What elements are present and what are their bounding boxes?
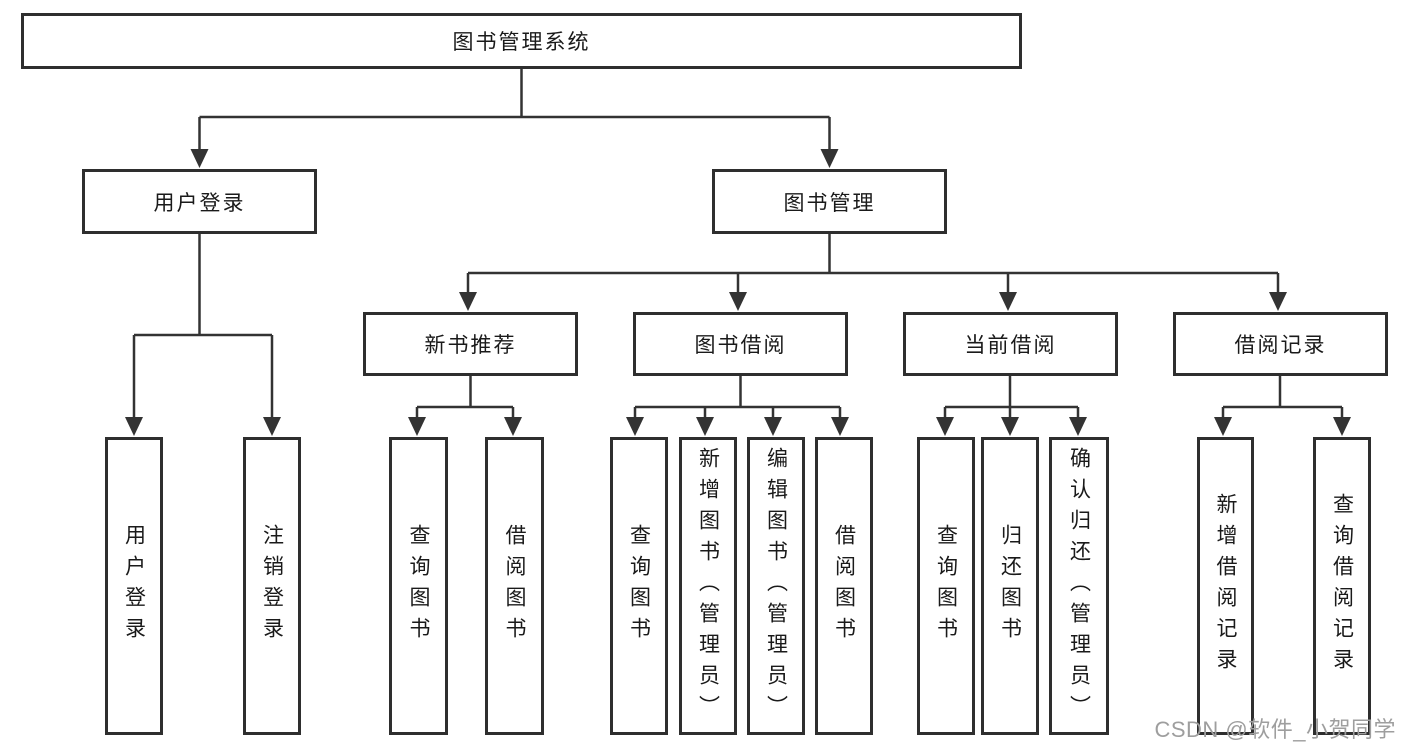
node-user-login: 用户登录 xyxy=(82,169,317,234)
leaf-borrow-books-recommend: 借阅图书 xyxy=(485,437,544,735)
node-label: 用户登录 xyxy=(122,524,146,648)
leaf-query-books-recommend: 查询图书 xyxy=(389,437,448,735)
node-label: 查询图书 xyxy=(407,524,430,648)
node-label: 图书借阅 xyxy=(694,334,787,357)
node-label: 新增图书（管理员） xyxy=(696,446,720,726)
node-label: 编辑图书（管理员） xyxy=(764,446,788,726)
node-label: 图书管理 xyxy=(783,191,876,215)
node-label: 新书推荐 xyxy=(424,334,517,357)
node-label: 确认归还（管理员） xyxy=(1067,446,1091,726)
node-label: 借阅记录 xyxy=(1234,334,1327,357)
leaf-return-book: 归还图书 xyxy=(981,437,1039,735)
leaf-logout: 注销登录 xyxy=(243,437,301,735)
node-label: 注销登录 xyxy=(260,524,284,648)
node-new-book-recommendation: 新书推荐 xyxy=(363,312,578,376)
node-label: 归还图书 xyxy=(998,524,1022,648)
leaf-add-book-admin: 新增图书（管理员） xyxy=(679,437,737,735)
leaf-query-books-current: 查询图书 xyxy=(917,437,975,735)
node-label: 图书管理系统 xyxy=(452,31,591,54)
node-label: 借阅图书 xyxy=(503,524,526,648)
node-current-borrowing: 当前借阅 xyxy=(903,312,1118,376)
arrowhead-group xyxy=(125,149,1351,436)
leaf-add-borrow-record: 新增借阅记录 xyxy=(1197,437,1254,735)
node-label: 当前借阅 xyxy=(964,334,1057,357)
node-book-management-system: 图书管理系统 xyxy=(21,13,1022,69)
leaf-query-books-borrowing: 查询图书 xyxy=(610,437,668,735)
node-book-borrowing: 图书借阅 xyxy=(633,312,848,376)
leaf-confirm-return-admin: 确认归还（管理员） xyxy=(1049,437,1109,735)
node-book-management: 图书管理 xyxy=(712,169,947,234)
leaf-query-borrow-record: 查询借阅记录 xyxy=(1313,437,1371,735)
node-label: 用户登录 xyxy=(153,191,246,215)
node-borrowing-records: 借阅记录 xyxy=(1173,312,1388,376)
node-label: 查询图书 xyxy=(627,524,651,648)
watermark: CSDN @软件_小贺同学 xyxy=(1154,717,1396,742)
node-label: 新增借阅记录 xyxy=(1214,493,1237,679)
leaf-user-login: 用户登录 xyxy=(105,437,163,735)
node-label: 查询图书 xyxy=(934,524,958,648)
node-label: 借阅图书 xyxy=(832,524,856,648)
node-label: 查询借阅记录 xyxy=(1330,493,1354,679)
leaf-borrow-books: 借阅图书 xyxy=(815,437,873,735)
leaf-edit-book-admin: 编辑图书（管理员） xyxy=(747,437,805,735)
